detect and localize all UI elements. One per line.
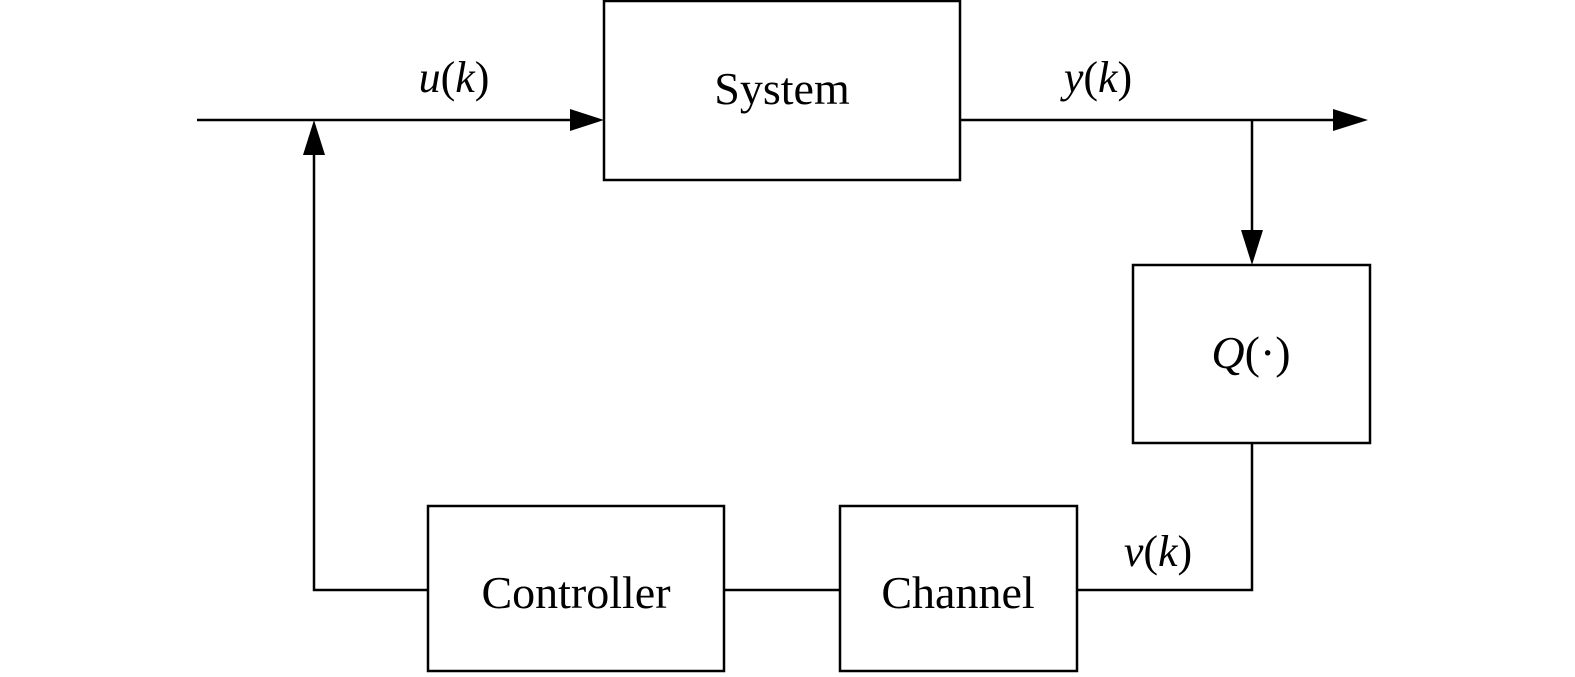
- output-signal-close: ): [1118, 53, 1133, 102]
- quantizer-box: [1131, 263, 1372, 445]
- quantizer-args: (·): [1245, 327, 1291, 378]
- input-signal-label: u(k): [419, 53, 490, 102]
- output-signal-index: k: [1098, 53, 1119, 102]
- quantized-signal-index: k: [1158, 527, 1179, 576]
- quantized-signal-line: [1077, 443, 1254, 592]
- controller-box: [426, 504, 726, 673]
- quantizer-block: Q(·): [1131, 263, 1372, 445]
- quantized-signal-label: v(k): [1124, 527, 1192, 576]
- quantizer-feed-arrowhead: [1241, 230, 1263, 265]
- system-label: System: [714, 63, 850, 114]
- channel-box: [838, 504, 1079, 673]
- input-arrowhead: [570, 109, 604, 131]
- controller-label: Controller: [481, 567, 670, 618]
- output-arrowhead: [1333, 109, 1368, 131]
- output-signal-open: (: [1083, 53, 1098, 102]
- output-signal-symbol: y: [1060, 53, 1084, 102]
- channel-label: Channel: [881, 567, 1034, 618]
- input-signal-open: (: [441, 53, 456, 102]
- quantized-signal-symbol: v: [1124, 527, 1144, 576]
- quantizer-label: Q(·): [1211, 327, 1290, 378]
- feedback-arrowhead: [303, 120, 325, 155]
- input-signal-close: ): [475, 53, 490, 102]
- output-signal-label: y(k): [1060, 53, 1132, 102]
- channel-block: Channel: [838, 504, 1079, 673]
- input-signal-index: k: [455, 53, 476, 102]
- feedback-line: [312, 145, 428, 592]
- quantized-signal-close: ): [1178, 527, 1193, 576]
- quantizer-symbol: Q: [1211, 327, 1244, 378]
- system-block: System: [602, 0, 962, 182]
- system-box: [602, 0, 962, 182]
- quantized-signal-open: (: [1143, 527, 1158, 576]
- input-signal-symbol: u: [419, 53, 441, 102]
- controller-block: Controller: [426, 504, 726, 673]
